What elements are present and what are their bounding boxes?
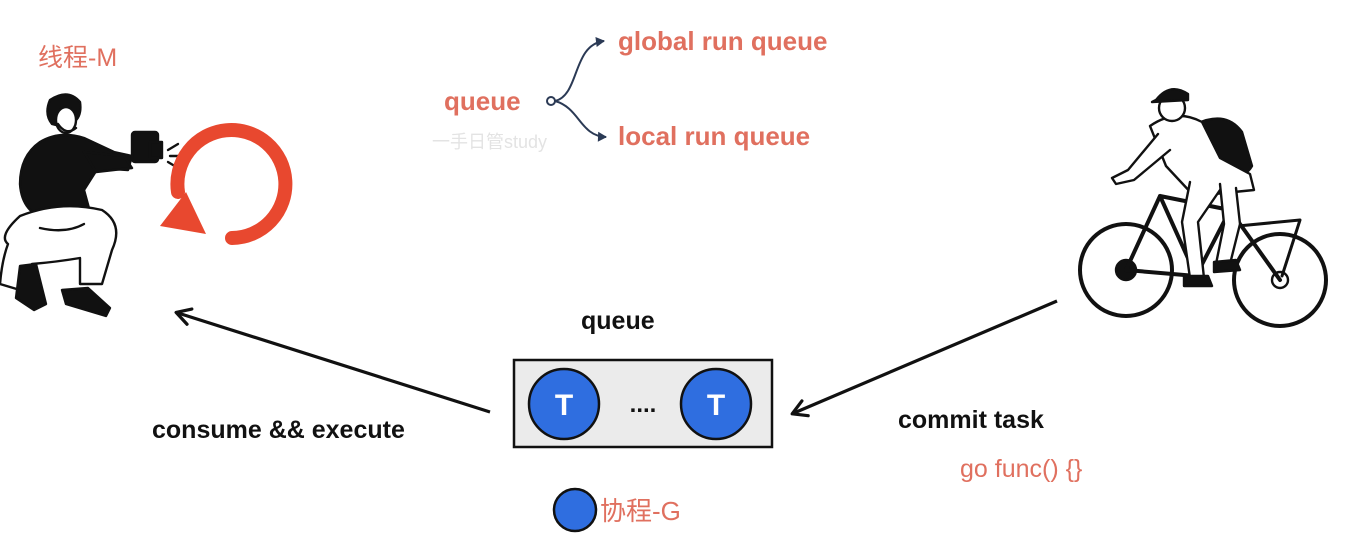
photographer-figure-icon bbox=[0, 93, 182, 318]
branch-node bbox=[546, 96, 556, 106]
thread-label: 线程-M bbox=[38, 44, 117, 72]
commit-label: commit task bbox=[898, 406, 1044, 434]
cyclist-figure-icon bbox=[1078, 88, 1328, 328]
global-run-queue-label: global run queue bbox=[618, 26, 827, 56]
queue-root-label: queue bbox=[444, 86, 521, 116]
branch-to-local bbox=[554, 100, 607, 142]
consume-arrow bbox=[174, 307, 491, 414]
task-glyph-first: T bbox=[555, 389, 573, 422]
goroutine-legend-icon bbox=[552, 487, 598, 533]
queue-ellipsis: .... bbox=[630, 391, 657, 418]
consume-label: consume && execute bbox=[152, 416, 405, 444]
goroutine-legend-label: 协程-G bbox=[600, 496, 681, 526]
commit-arrow bbox=[790, 299, 1058, 418]
rotate-arrow-icon bbox=[160, 123, 293, 245]
watermark: 一手日管study bbox=[432, 132, 547, 152]
task-glyph-last: T bbox=[707, 389, 725, 422]
code-snippet: go func() {} bbox=[960, 455, 1082, 483]
task-goroutine-last: T bbox=[679, 367, 753, 441]
local-run-queue-label: local run queue bbox=[618, 121, 810, 151]
queue-box-title: queue bbox=[581, 307, 655, 335]
task-goroutine-first: T bbox=[527, 367, 601, 441]
branch-to-global bbox=[554, 37, 605, 102]
